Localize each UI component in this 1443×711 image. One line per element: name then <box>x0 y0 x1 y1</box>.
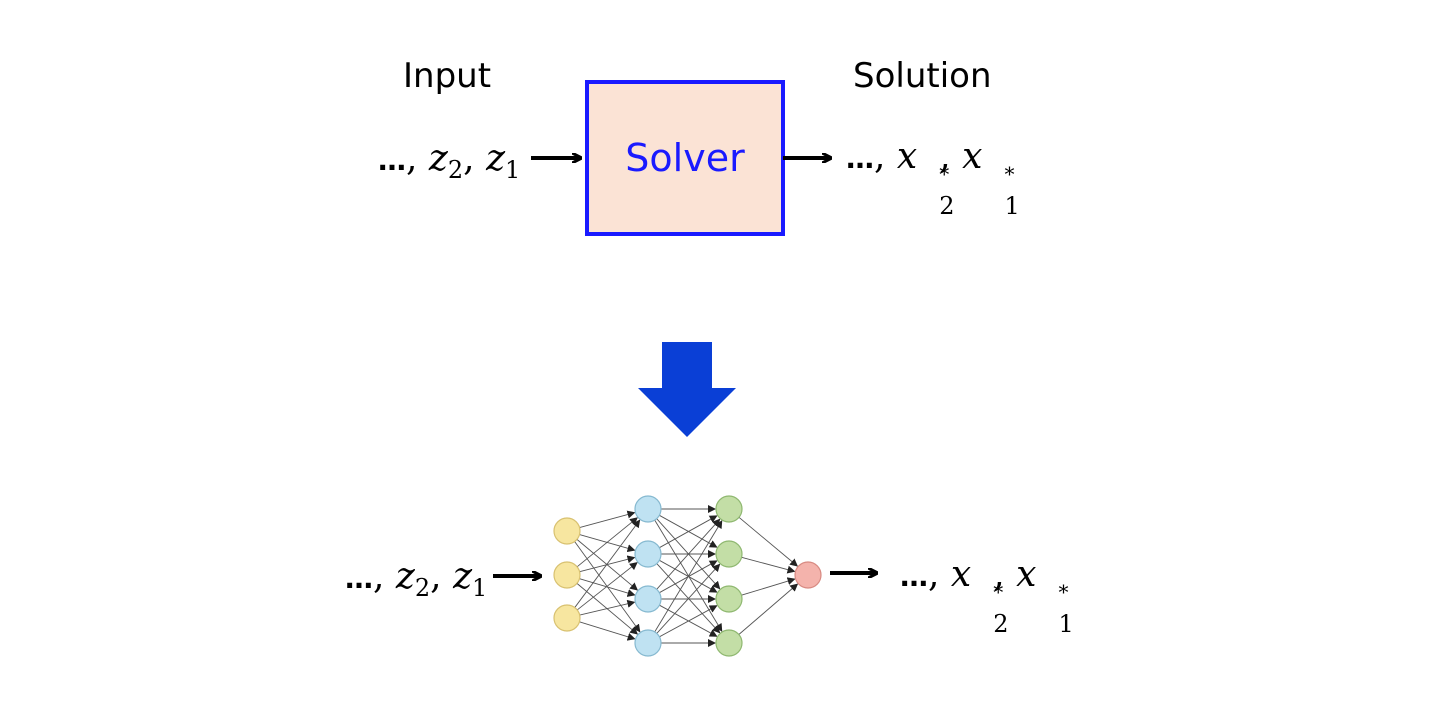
output-node <box>794 561 822 589</box>
network-edge <box>659 605 718 638</box>
input-node <box>553 517 581 545</box>
input-label: Input <box>403 56 492 96</box>
input-node <box>553 604 581 632</box>
network-edge <box>574 519 641 608</box>
bottom-output-sequence: …, x*2, x*1 <box>900 554 1074 638</box>
network-edge <box>738 516 799 567</box>
solution-label: Solution <box>853 56 992 96</box>
ellipsis: … <box>378 144 406 177</box>
solver-label: Solver <box>625 136 745 180</box>
network-edge <box>738 583 799 635</box>
network-nodes <box>553 495 822 657</box>
solver-box: Solver <box>585 80 785 236</box>
network-edge <box>654 520 723 633</box>
network-edge <box>579 599 636 616</box>
hidden2-node <box>715 495 743 523</box>
hidden1-node <box>634 540 662 568</box>
bottom-input-sequence: …, z2, z1 <box>345 556 488 602</box>
var-z2: z <box>395 556 415 597</box>
network-edge <box>656 563 721 634</box>
input-node <box>553 561 581 589</box>
ellipsis: … <box>345 562 373 595</box>
hidden2-node <box>715 629 743 657</box>
network-edge <box>576 517 638 568</box>
var-z2: z <box>428 138 448 179</box>
hidden1-node <box>634 629 662 657</box>
network-edge <box>741 556 796 574</box>
var-x1: x <box>1016 554 1037 595</box>
network-edge <box>579 621 636 641</box>
hidden2-node <box>715 585 743 613</box>
network-edges <box>574 505 799 647</box>
var-x1: x <box>962 136 983 177</box>
network-edge <box>741 577 796 596</box>
network-edge <box>579 510 636 529</box>
top-input-sequence: …, z2, z1 <box>378 138 521 184</box>
hidden2-node <box>715 540 743 568</box>
network-edge <box>656 518 721 590</box>
network-edge <box>576 562 638 611</box>
down-arrow-icon <box>638 342 736 437</box>
var-x2: x <box>950 554 972 595</box>
hidden1-node <box>634 495 662 523</box>
var-z1: z <box>453 556 473 597</box>
var-z1: z <box>486 138 506 179</box>
var-x2: x <box>896 136 918 177</box>
network-edge <box>659 515 718 549</box>
top-output-sequence: …, x*2, x*1 <box>846 136 1020 220</box>
ellipsis: … <box>900 560 928 593</box>
hidden1-node <box>634 585 662 613</box>
ellipsis: … <box>846 142 874 175</box>
network-edge <box>656 563 721 634</box>
